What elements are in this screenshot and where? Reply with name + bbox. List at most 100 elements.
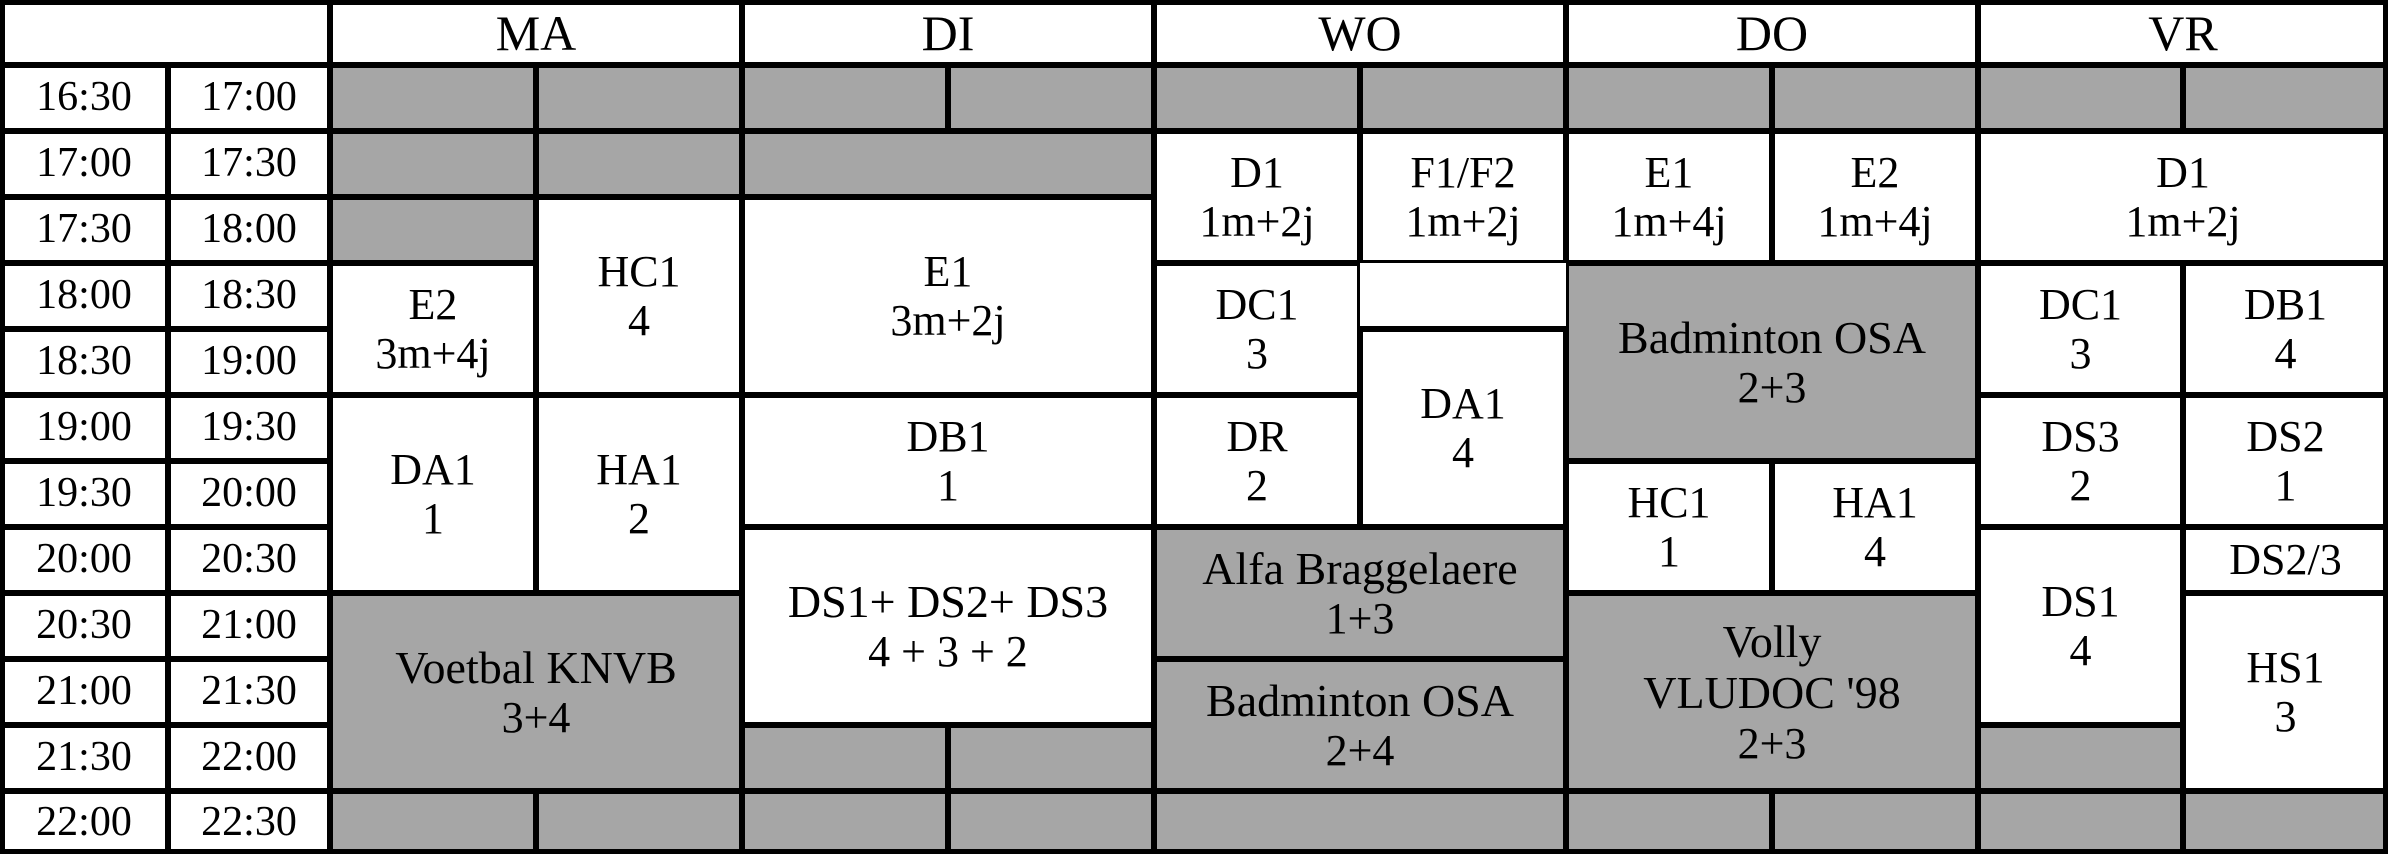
wo-entry-badminton-osa[interactable]: Badminton OSA 2+4: [1154, 659, 1566, 791]
vr-right-blocked-r0: [2183, 65, 2388, 131]
di-db1-team: DB1: [906, 411, 990, 461]
vr-d1-detail: 1m+2j: [2125, 197, 2241, 246]
ma-entry-e2[interactable]: E2 3m+4j: [330, 263, 536, 395]
do-right-blocked-r11: [1772, 791, 1978, 854]
do-ha1-detail: 4: [1864, 527, 1886, 576]
ma-left-blocked-r11: [330, 791, 536, 854]
day-header-ma: MA: [330, 0, 742, 65]
vr-left-blocked-r0: [1978, 65, 2183, 131]
do-e1-team: E1: [1644, 147, 1694, 197]
do-entry-ha1[interactable]: HA1 4: [1772, 461, 1978, 593]
wo-entry-dr[interactable]: DR 2: [1154, 395, 1360, 527]
di-right-blocked-r0: [948, 65, 1154, 131]
wo-entry-da1[interactable]: DA1 4: [1360, 329, 1566, 527]
di-e1-detail: 3m+2j: [890, 296, 1006, 345]
ma-right-blocked-r11: [536, 791, 742, 854]
wo-dr-detail: 2: [1246, 461, 1268, 510]
vr-ds1-team: DS1: [2041, 576, 2120, 626]
wo-alfa-detail: 1+3: [1325, 594, 1395, 644]
ma-voetbal-detail: 3+4: [501, 693, 571, 743]
vr-entry-d1[interactable]: D1 1m+2j: [1978, 131, 2388, 263]
time-start-2: 17:30: [0, 197, 168, 263]
time-end-2: 18:00: [168, 197, 330, 263]
time-start-10: 21:30: [0, 725, 168, 791]
ma-ha1-detail: 2: [628, 494, 650, 543]
vr-db1-team: DB1: [2243, 279, 2328, 329]
wo-entry-alfa-braggelaere[interactable]: Alfa Braggelaere 1+3: [1154, 527, 1566, 659]
wo-entry-dc1[interactable]: DC1 3: [1154, 263, 1360, 395]
time-start-3: 18:00: [0, 263, 168, 329]
ma-entry-da1[interactable]: DA1 1: [330, 395, 536, 593]
di-right-blocked-r11: [948, 791, 1154, 854]
wo-d1-detail: 1m+2j: [1199, 197, 1315, 246]
do-entry-badminton-osa[interactable]: Badminton OSA 2+3: [1566, 263, 1978, 461]
wo-f1f2-detail: 1m+2j: [1405, 197, 1521, 246]
di-db1-detail: 1: [937, 461, 959, 510]
time-end-3: 18:30: [168, 263, 330, 329]
vr-entry-ds3[interactable]: DS3 2: [1978, 395, 2183, 527]
time-end-11: 22:30: [168, 791, 330, 854]
wo-entry-f1f2[interactable]: F1/F2 1m+2j: [1360, 131, 1566, 263]
ma-right-blocked-r1: [536, 131, 742, 197]
wo-dr-team: DR: [1226, 411, 1288, 461]
do-entry-volly-vludoc[interactable]: Volly VLUDOC '98 2+3: [1566, 593, 1978, 791]
wo-badminton-detail: 2+4: [1325, 726, 1395, 776]
time-start-0: 16:30: [0, 65, 168, 131]
do-right-blocked-r0: [1772, 65, 1978, 131]
wo-left-blocked-r0: [1154, 65, 1360, 131]
time-end-8: 21:00: [168, 593, 330, 659]
do-entry-hc1[interactable]: HC1 1: [1566, 461, 1772, 593]
vr-entry-ds2[interactable]: DS2 1: [2183, 395, 2388, 527]
vr-ds3-team: DS3: [2041, 411, 2120, 461]
ma-entry-voetbal-knvb[interactable]: Voetbal KNVB 3+4: [330, 593, 742, 791]
vr-entry-dc1[interactable]: DC1 3: [1978, 263, 2183, 395]
ma-entry-ha1[interactable]: HA1 2: [536, 395, 742, 593]
wo-dc1-detail: 3: [1246, 329, 1268, 378]
vr-left-blocked-r11: [1978, 791, 2183, 854]
do-hc1-team: HC1: [1627, 477, 1711, 527]
vr-entry-ds1[interactable]: DS1 4: [1978, 527, 2183, 725]
vr-ds3-detail: 2: [2069, 461, 2092, 510]
do-badminton-detail: 2+3: [1737, 363, 1807, 413]
time-start-11: 22:00: [0, 791, 168, 854]
wo-da1-detail: 4: [1452, 428, 1474, 477]
di-ds-team: DS1+ DS2+ DS3: [787, 575, 1109, 627]
vr-ds23-team: DS2/3: [2229, 535, 2342, 585]
do-volly-team2: VLUDOC '98: [1643, 667, 1901, 719]
di-entry-e1[interactable]: E1 3m+2j: [742, 197, 1154, 395]
do-hc1-detail: 1: [1658, 527, 1680, 576]
vr-entry-hs1[interactable]: HS1 3: [2183, 593, 2388, 791]
vr-entry-db1[interactable]: DB1 4: [2183, 263, 2388, 395]
wo-entry-d1[interactable]: D1 1m+2j: [1154, 131, 1360, 263]
di-e1-team: E1: [923, 246, 973, 296]
time-start-7: 20:00: [0, 527, 168, 593]
do-entry-e1[interactable]: E1 1m+4j: [1566, 131, 1772, 263]
vr-db1-detail: 4: [2274, 329, 2297, 378]
vr-entry-ds23[interactable]: DS2/3: [2183, 527, 2388, 593]
time-start-9: 21:00: [0, 659, 168, 725]
di-ds-detail: 4 + 3 + 2: [868, 627, 1028, 677]
time-end-0: 17:00: [168, 65, 330, 131]
wo-d1-team: D1: [1230, 147, 1284, 197]
di-left-blocked-r11: [742, 791, 948, 854]
vr-ds2-team: DS2: [2246, 411, 2325, 461]
vr-hs1-team: HS1: [2246, 642, 2325, 692]
time-start-6: 19:30: [0, 461, 168, 527]
wo-blocked-r11: [1154, 791, 1566, 854]
day-header-do: DO: [1566, 0, 1978, 65]
wo-da1-team: DA1: [1420, 378, 1506, 428]
vr-d1-team: D1: [2156, 147, 2210, 197]
ma-da1-team: DA1: [390, 444, 476, 494]
do-entry-e2[interactable]: E2 1m+4j: [1772, 131, 1978, 263]
ma-e2-detail: 3m+4j: [375, 329, 491, 378]
time-end-4: 19:00: [168, 329, 330, 395]
di-entry-ds-combined[interactable]: DS1+ DS2+ DS3 4 + 3 + 2: [742, 527, 1154, 725]
ma-entry-hc1[interactable]: HC1 4: [536, 197, 742, 395]
di-entry-db1[interactable]: DB1 1: [742, 395, 1154, 527]
ma-left-blocked-r0: [330, 65, 536, 131]
day-header-vr: VR: [1978, 0, 2388, 65]
wo-blank-top-right: [1360, 263, 1566, 329]
time-end-7: 20:30: [168, 527, 330, 593]
do-volly-detail: 2+3: [1737, 718, 1807, 768]
